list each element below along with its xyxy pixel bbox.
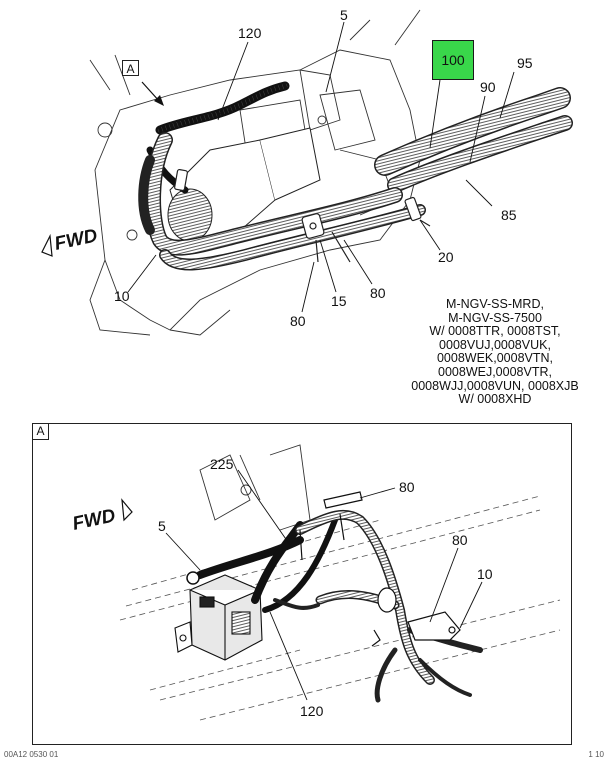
harness-bundle-95 xyxy=(374,87,573,193)
detail-a-arrow xyxy=(141,81,164,106)
note-line: M-NGV-SS-7500 xyxy=(448,310,542,325)
footer-page: 1 10 xyxy=(588,750,604,759)
callout-100-highlight: 100 xyxy=(432,40,474,80)
callout-10-detail: 10 xyxy=(477,566,493,582)
fwd-indicator-top: FWD xyxy=(53,225,100,255)
callout-90: 90 xyxy=(480,79,496,95)
callout-5-top: 5 xyxy=(340,7,348,23)
callout-5-detail: 5 xyxy=(158,518,166,534)
callout-80-top-left: 80 xyxy=(290,313,306,329)
top-view-drawing xyxy=(89,9,573,336)
callout-15: 15 xyxy=(331,293,347,309)
detail-view-frame: A xyxy=(32,423,572,745)
applicability-note: M-NGV-SS-MRD, M-NGV-SS-7500 W/ 0008TTR, … xyxy=(380,297,610,407)
callout-225: 225 xyxy=(210,456,234,472)
note-line: M-NGV-SS-MRD, xyxy=(446,297,544,311)
relay-box xyxy=(174,574,263,661)
note-line: 0008WJJ,0008VUN, 0008XJB xyxy=(411,378,579,393)
callout-85: 85 xyxy=(501,207,517,223)
callout-80-top-right: 80 xyxy=(370,285,386,301)
note-line: 0008VUJ,0008VUK, xyxy=(439,337,551,352)
fwd-arrow-top-icon xyxy=(41,233,53,257)
harness-clamps xyxy=(174,169,431,263)
bracket-outline-detail xyxy=(199,444,311,531)
detail-view-tag: A xyxy=(33,424,49,440)
callout-80-detail-right: 80 xyxy=(452,532,468,548)
detail-view-drawing xyxy=(119,444,561,721)
clamps-detail xyxy=(299,491,461,647)
starter-motor xyxy=(167,127,321,242)
callout-120-top: 120 xyxy=(238,25,262,41)
callout-95: 95 xyxy=(517,55,533,71)
note-line: 0008WEJ,0008VTR, xyxy=(438,364,552,379)
note-line: W/ 0008TTR, 0008TST, xyxy=(429,324,561,339)
fwd-arrow-detail-icon xyxy=(121,498,133,522)
leader-lines-top xyxy=(127,21,515,313)
note-line: W/ 0008XHD xyxy=(458,392,532,407)
footer-doc-id: 00A12 0530 01 xyxy=(4,750,59,759)
leader-lines-detail xyxy=(165,469,483,701)
callout-120-detail: 120 xyxy=(300,703,324,719)
callout-10-top: 10 xyxy=(114,288,130,304)
callout-20: 20 xyxy=(438,249,454,265)
callout-80-detail-top: 80 xyxy=(399,479,415,495)
detail-a-tag-top: A xyxy=(122,60,139,76)
harness-main-loop xyxy=(138,132,426,271)
note-line: 0008WEK,0008VTN, xyxy=(436,351,554,366)
